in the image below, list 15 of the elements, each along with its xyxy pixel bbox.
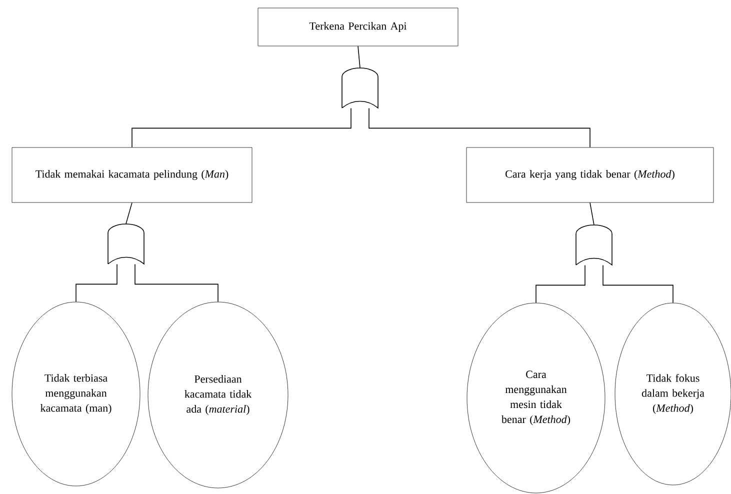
- connector-line: [358, 46, 360, 68]
- or-gate: [108, 224, 144, 264]
- connector-line: [134, 264, 218, 302]
- connector-line: [590, 202, 594, 226]
- event-box: Cara kerja yang tidak benar (Method): [466, 147, 714, 203]
- connector-line: [602, 264, 674, 304]
- connector-line: [126, 202, 132, 224]
- connector-line: [76, 264, 118, 302]
- event-box: Tidak memakai kacamata pelindung (Man): [12, 147, 252, 203]
- connector-line: [368, 108, 590, 148]
- event-box: Terkena Percikan Api: [258, 8, 458, 46]
- or-gate: [342, 68, 378, 108]
- or-gate: [576, 224, 612, 266]
- connector-line: [132, 108, 352, 148]
- connector-line: [536, 264, 586, 304]
